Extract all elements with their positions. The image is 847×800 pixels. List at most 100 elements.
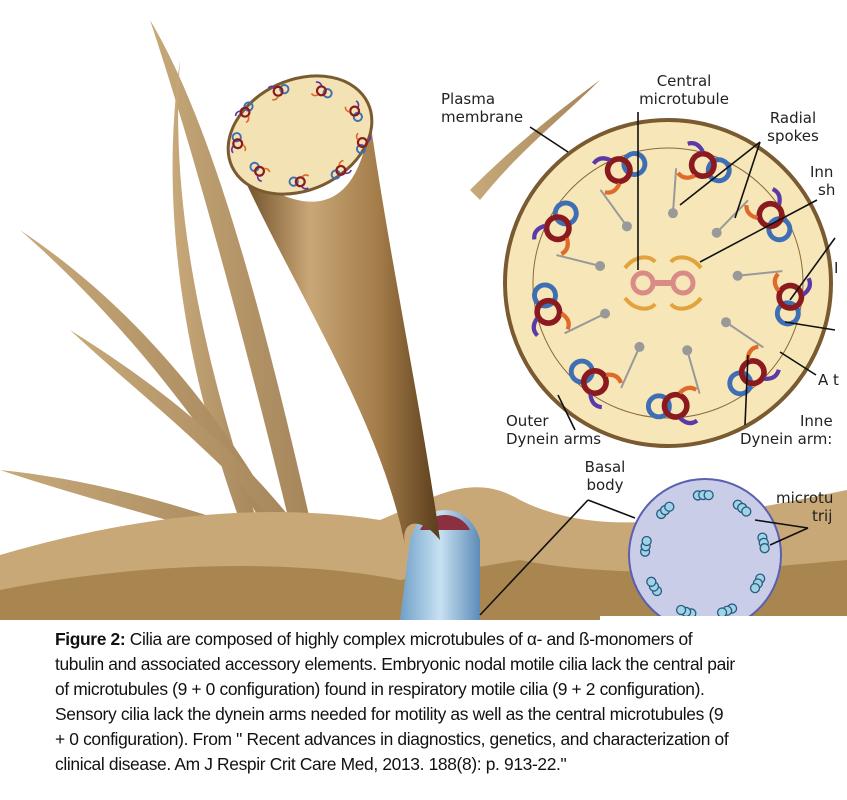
- b-tubule: [243, 101, 254, 112]
- microtubule-triplet: [741, 506, 752, 517]
- outer-dynein-arm: [531, 317, 540, 338]
- inner-dynein-arm: [677, 385, 698, 395]
- inner-dynein-arm: [245, 115, 250, 124]
- inner-dynein-arm: [355, 132, 359, 141]
- outer-dynein-arm: [687, 141, 705, 153]
- b-tubule: [645, 393, 672, 420]
- radial-spoke: [620, 346, 641, 389]
- b-tubule: [279, 84, 290, 95]
- caption-line: Sensory cilia lack the dynein arms neede…: [55, 704, 724, 724]
- a-tubule: [315, 85, 327, 97]
- microtubule-doublet: [772, 272, 812, 327]
- caption-line: Figure 2: Cilia are composed of highly c…: [55, 627, 845, 652]
- outer-dynein-arm: [591, 156, 612, 165]
- a-tubule: [356, 136, 368, 148]
- radial-spoke: [725, 321, 764, 349]
- b-tubule: [355, 143, 367, 155]
- outer-dynein-arm: [532, 223, 546, 240]
- microtubule-doublet: [330, 159, 352, 180]
- a-tubule: [254, 165, 266, 177]
- b-tubule: [330, 169, 341, 180]
- inner-dynein-arm: [338, 159, 344, 166]
- b-tubule: [322, 88, 333, 99]
- microtubule-doublet: [645, 385, 699, 426]
- radial-spoke: [599, 189, 628, 227]
- microtubule-triplet: [675, 604, 687, 616]
- microtubule-triplet: [749, 582, 761, 594]
- a-tubule: [232, 138, 244, 150]
- caption-line: tubulin and associated accessory element…: [55, 654, 735, 674]
- a-tubule: [604, 156, 633, 185]
- outer-dynein-arm: [764, 369, 781, 381]
- central-pair: [623, 255, 703, 311]
- b-tubule: [288, 176, 299, 187]
- b-tubule: [766, 216, 793, 243]
- microtubule-doublet: [288, 174, 310, 190]
- a-tubule: [349, 105, 361, 117]
- microtubule-doublet: [230, 132, 247, 154]
- inner-dynein-arm: [242, 143, 247, 152]
- microtubule-doublet: [310, 81, 333, 99]
- spoke-head: [600, 308, 611, 319]
- microtubule-doublet: [744, 187, 793, 243]
- radial-spoke: [737, 270, 783, 277]
- radial-spoke: [715, 199, 749, 234]
- caption-text: Cilia are composed of highly complex mic…: [125, 629, 693, 649]
- outer-dynein-arm: [678, 416, 699, 426]
- a-tubule: [661, 391, 690, 420]
- microtubule-doublet: [234, 101, 254, 124]
- microtubule-triplet: [759, 543, 770, 554]
- outer-dynein-arm: [256, 175, 262, 183]
- microtubule-doublet: [531, 282, 571, 338]
- spoke-head: [720, 317, 731, 328]
- outer-dynein-arm: [771, 187, 782, 206]
- outer-dynein-arm: [234, 110, 241, 117]
- b-tubule: [532, 282, 558, 309]
- microtubule-triplet: [646, 576, 657, 587]
- b-tubule: [552, 200, 579, 227]
- microtubule-triplet: [664, 501, 675, 512]
- inner-dynein-arm: [604, 182, 622, 195]
- microtubule-doublet: [676, 141, 732, 184]
- radial-spoke: [564, 312, 606, 335]
- leader-lines: [479, 112, 836, 616]
- inner-dynein-arm: [676, 171, 696, 180]
- b-tubule: [705, 157, 732, 184]
- spoke-head: [634, 341, 645, 352]
- a-tubule: [294, 176, 306, 188]
- a-tubule: [776, 282, 805, 311]
- microtubule-doublet: [344, 100, 363, 122]
- outer-dynein-arm: [802, 277, 812, 297]
- inner-dynein-arm: [560, 311, 571, 331]
- microtubule-doublet: [267, 84, 290, 101]
- inner-dynein-arm: [301, 174, 310, 178]
- radial-spoke: [686, 350, 701, 394]
- spoke-head: [711, 227, 722, 238]
- outer-dynein-arm: [588, 394, 603, 410]
- spoke-head: [732, 270, 743, 281]
- spoke-head: [682, 345, 693, 356]
- a-tubule: [688, 150, 717, 179]
- label-a-tubule: A t: [818, 371, 839, 389]
- outer-dynein-arm: [367, 135, 372, 143]
- inner-dynein-arm: [263, 167, 271, 173]
- background-cilia: [0, 20, 600, 555]
- a-tubule: [534, 297, 563, 326]
- microtubule-doublet: [568, 358, 623, 410]
- b-tubule: [568, 358, 595, 385]
- caption-line: clinical disease. Am J Respir Crit Care …: [55, 754, 567, 774]
- b-tubule: [352, 111, 363, 122]
- figure-caption: Figure 2: Cilia are composed of highly c…: [55, 627, 845, 777]
- inner-dynein-arm: [744, 205, 759, 221]
- radial-spoke: [671, 168, 678, 214]
- a-tubule: [756, 200, 785, 229]
